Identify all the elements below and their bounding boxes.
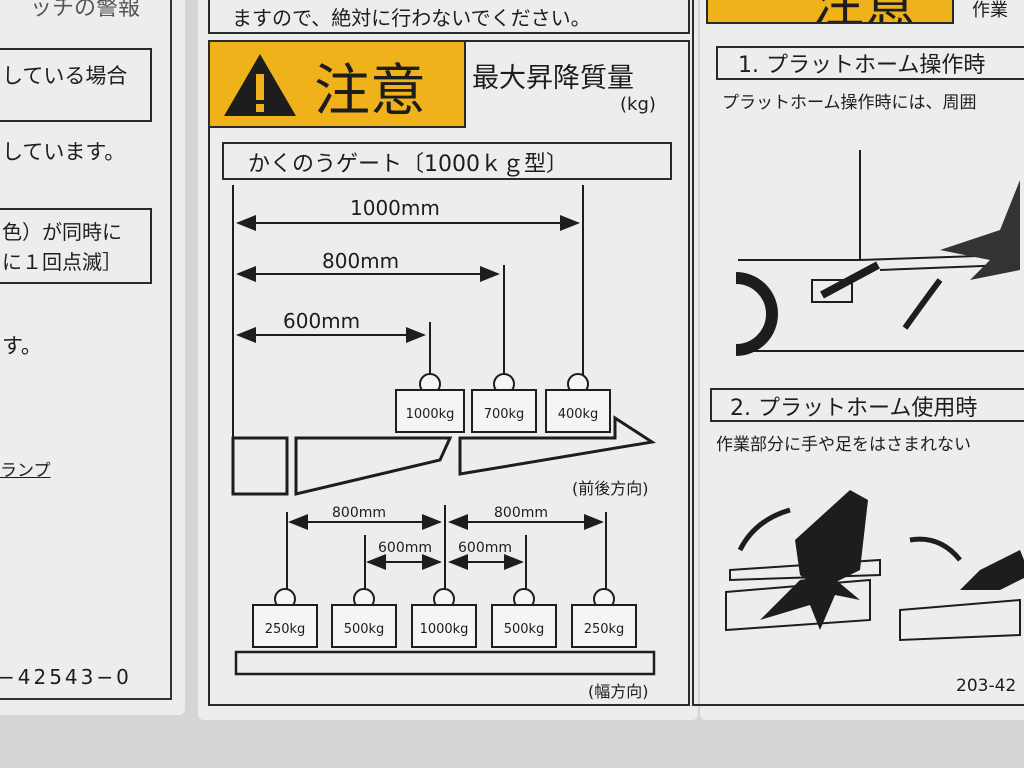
section1-title-box: [716, 46, 1024, 80]
right-label: 注意 作業 1. プラットホーム操作時 プラットホーム操作時には、周囲 2. プ…: [692, 0, 1024, 720]
caution-word: 注意: [314, 59, 426, 124]
left-line-4: に１回点滅］: [2, 250, 122, 274]
left-box-2: [0, 208, 152, 284]
section2-text: 作業部分に手や足をはさまれない: [716, 435, 971, 455]
weight-block: [411, 604, 477, 648]
left-label: ッチの警報 している場合 しています。 色）が同時に に１回点滅］ す。 ランプ…: [0, 0, 185, 715]
dim-1000-label: 1000mm: [350, 196, 440, 220]
direction-width: (幅方向): [588, 682, 649, 701]
direction-front-back: (前後方向): [572, 479, 649, 498]
section1-title: 1. プラットホーム操作時: [738, 53, 986, 78]
weight-block: [491, 604, 557, 648]
hand-icon: [795, 490, 868, 590]
header-title: 最大昇降質量: [472, 63, 634, 94]
weight-block: [571, 604, 637, 648]
center-top-text: ますので、絶対に行わないでください。: [232, 6, 591, 30]
hand-pinch-illustration: [725, 490, 1024, 642]
weight-700kg: 700kg: [484, 407, 525, 422]
left-label-border: [0, 0, 172, 700]
weight-1000kg: 1000kg: [406, 407, 455, 422]
left-line-3: 色）が同時に: [2, 220, 122, 244]
left-top-text: ッチの警報: [30, 0, 141, 21]
dim-w800-left-label: 800mm: [332, 505, 386, 521]
right-caution-header: 注意: [706, 0, 954, 24]
weight-w-250-right: 250kg: [584, 622, 625, 637]
left-line-1: している場合: [2, 64, 128, 88]
left-part-number: −42543−0: [0, 665, 132, 689]
weight-w-250-left: 250kg: [265, 622, 306, 637]
weight-block: [252, 604, 318, 648]
right-caution-word: 注意: [812, 0, 916, 22]
platform-width: [234, 650, 656, 676]
right-header-cut: 作業: [972, 0, 1008, 21]
burst-icon-right: [960, 550, 1024, 590]
platform-operation-illustration: [735, 150, 1024, 356]
dim-w600-left-label: 600mm: [378, 540, 432, 556]
section2-title: 2. プラットホーム使用時: [730, 396, 978, 421]
gate-title-box: [222, 142, 672, 180]
weight-block: [545, 389, 611, 433]
left-line-2: しています。: [2, 140, 126, 164]
weight-block: [471, 389, 537, 433]
impact-burst-icon: [940, 180, 1020, 280]
weight-block: [395, 389, 465, 433]
burst-icon-left: [760, 575, 860, 630]
center-top-box: [208, 0, 690, 34]
left-box-1: [0, 48, 152, 122]
right-main-border: [692, 0, 1024, 706]
dim-w600-right-label: 600mm: [458, 540, 512, 556]
dim-800-label: 800mm: [322, 249, 399, 273]
header-unit: (kg): [620, 94, 656, 115]
warning-triangle-icon: [224, 54, 296, 116]
right-part-number: 203-42: [956, 676, 1017, 696]
weight-block: [331, 604, 397, 648]
weight-w-500-right: 500kg: [504, 622, 545, 637]
dim-600-label: 600mm: [283, 309, 360, 333]
gate-title: かくのうゲート〔1000ｋｇ型〕: [248, 152, 568, 177]
weight-w-500-left: 500kg: [344, 622, 385, 637]
left-line-6: ランプ: [0, 461, 51, 481]
weight-400kg: 400kg: [558, 407, 599, 422]
left-line-5: す。: [2, 334, 42, 358]
dim-w800-right-label: 800mm: [494, 505, 548, 521]
caution-header: 注意: [208, 40, 466, 128]
section1-text: プラットホーム操作時には、周囲: [722, 93, 977, 113]
section2-title-box: [710, 388, 1024, 422]
weight-w-1000: 1000kg: [420, 622, 469, 637]
